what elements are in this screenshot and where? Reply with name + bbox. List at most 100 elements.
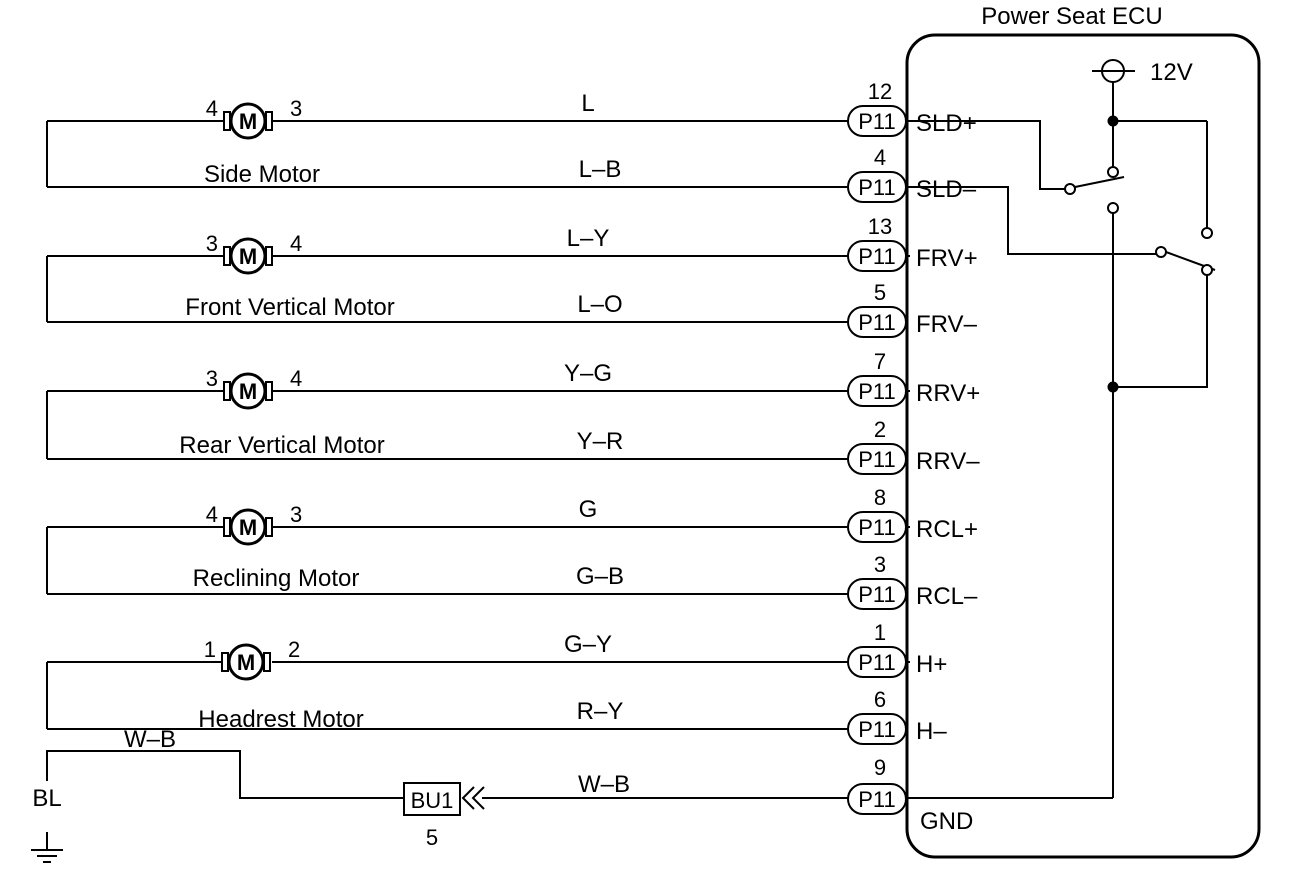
ecu-terminal-label: RRV+ xyxy=(916,380,980,407)
motor-pin-right: 3 xyxy=(290,96,302,121)
supply-terminal-icon xyxy=(1092,59,1135,83)
ecu-box xyxy=(905,33,1261,859)
connector-positive: P11 xyxy=(847,646,907,678)
wire-color-label: L–O xyxy=(577,291,622,318)
connector-label: P11 xyxy=(858,175,896,200)
wire-color-label: G–Y xyxy=(564,631,612,658)
connector-label: P11 xyxy=(858,650,896,675)
ground-point-label: BL xyxy=(32,785,61,812)
connector-positive: P11 xyxy=(847,375,907,407)
connector-label: P11 xyxy=(858,310,896,335)
connector-pin-number: 6 xyxy=(874,687,886,712)
connector-pin-number: 2 xyxy=(874,417,886,442)
connector-pin-number: 8 xyxy=(874,485,886,510)
motor-pin-left: 4 xyxy=(206,96,218,121)
motor-icon: M xyxy=(223,372,273,410)
connector-label: P11 xyxy=(858,379,896,404)
junction-dot-icons xyxy=(1107,115,1119,393)
ecu-terminal-label: SLD– xyxy=(916,176,977,203)
motor-symbol: M xyxy=(239,379,257,404)
motor-symbol: M xyxy=(239,515,257,540)
wire-color-label: L–Y xyxy=(567,225,610,252)
ecu-terminal-label: SLD+ xyxy=(916,110,977,137)
connector-pin-number: 12 xyxy=(868,79,892,104)
connector-label: P11 xyxy=(858,109,896,134)
motor-symbol: M xyxy=(239,109,257,134)
ground-pin-number: 9 xyxy=(874,755,886,780)
connector-negative: P11 xyxy=(847,443,907,475)
motor-name: Headrest Motor xyxy=(198,706,363,733)
ecu-title: Power Seat ECU xyxy=(981,3,1162,30)
motor-symbol: M xyxy=(237,650,255,675)
connector-label: P11 xyxy=(858,447,896,472)
wire-color-label: L xyxy=(581,90,594,117)
junction-pin-number: 5 xyxy=(426,825,438,850)
ground-terminal-label: GND xyxy=(920,808,973,835)
connector-negative: P11 xyxy=(847,171,907,203)
connector-pin-number: 7 xyxy=(874,349,886,374)
motor-icon: M xyxy=(223,508,273,546)
motor-icon: M xyxy=(223,237,273,275)
connector-label: P11 xyxy=(858,515,896,540)
motor-name: Side Motor xyxy=(204,161,320,188)
ground-path xyxy=(46,750,1113,799)
connector-label: P11 xyxy=(858,717,896,742)
connector-label: P11 xyxy=(858,244,896,269)
wire-color-label: L–B xyxy=(579,156,622,183)
ecu-internal-circuit xyxy=(906,82,1216,798)
motor-name: Front Vertical Motor xyxy=(185,294,394,321)
ground-wire-upper-label: W–B xyxy=(124,726,176,753)
connector-label: P11 xyxy=(858,582,896,607)
wire-color-label: Y–G xyxy=(564,360,612,387)
connector-chevron-icon xyxy=(461,786,485,810)
connector-positive: P11 xyxy=(847,105,907,137)
connector-negative: P11 xyxy=(847,306,907,338)
motor-icon: M xyxy=(221,643,271,681)
connector-positive: P11 xyxy=(847,511,907,543)
ecu-terminal-label: H+ xyxy=(916,651,947,678)
junction-connector-label: BU1 xyxy=(411,788,454,813)
motor-pin-right: 4 xyxy=(290,231,302,256)
connector-pin-number: 1 xyxy=(874,620,886,645)
connector-negative: P11 xyxy=(847,713,907,745)
wire-color-label: G xyxy=(579,496,598,523)
motor-icon: M xyxy=(223,102,273,140)
connector-pin-number: 13 xyxy=(868,214,892,239)
motor-pin-right: 2 xyxy=(288,637,300,662)
ground-symbol-icon xyxy=(31,832,63,863)
motor-pin-left: 3 xyxy=(206,366,218,391)
connector-positive: P11 xyxy=(847,240,907,272)
switch-contact-icons xyxy=(1064,166,1213,276)
ecu-terminal-label: RCL– xyxy=(916,583,978,610)
ground-connector: P11 xyxy=(847,783,907,815)
motor-pin-left: 4 xyxy=(206,502,218,527)
motor-pin-left: 3 xyxy=(206,231,218,256)
motor-symbol: M xyxy=(239,244,257,269)
motor-name: Rear Vertical Motor xyxy=(179,432,384,459)
connector-negative: P11 xyxy=(847,578,907,610)
motor-pin-left: 1 xyxy=(204,637,216,662)
motor-pin-right: 4 xyxy=(290,366,302,391)
ecu-terminal-label: H– xyxy=(916,718,947,745)
ground-connector-label: P11 xyxy=(858,787,896,812)
wire-color-label: Y–R xyxy=(577,428,624,455)
wire-color-label: G–B xyxy=(576,563,624,590)
connector-pin-number: 3 xyxy=(874,552,886,577)
junction-connector-box xyxy=(403,782,461,816)
connector-pin-number: 5 xyxy=(874,280,886,305)
ecu-terminal-label: FRV– xyxy=(916,311,978,338)
ground-wire-label: W–B xyxy=(578,771,630,798)
ecu-terminal-label: RCL+ xyxy=(916,516,978,543)
motor-name: Reclining Motor xyxy=(193,565,360,592)
connector-pin-number: 4 xyxy=(874,145,886,170)
wire-color-label: R–Y xyxy=(577,698,624,725)
motor-pin-right: 3 xyxy=(290,502,302,527)
ecu-terminal-label: RRV– xyxy=(916,448,980,475)
